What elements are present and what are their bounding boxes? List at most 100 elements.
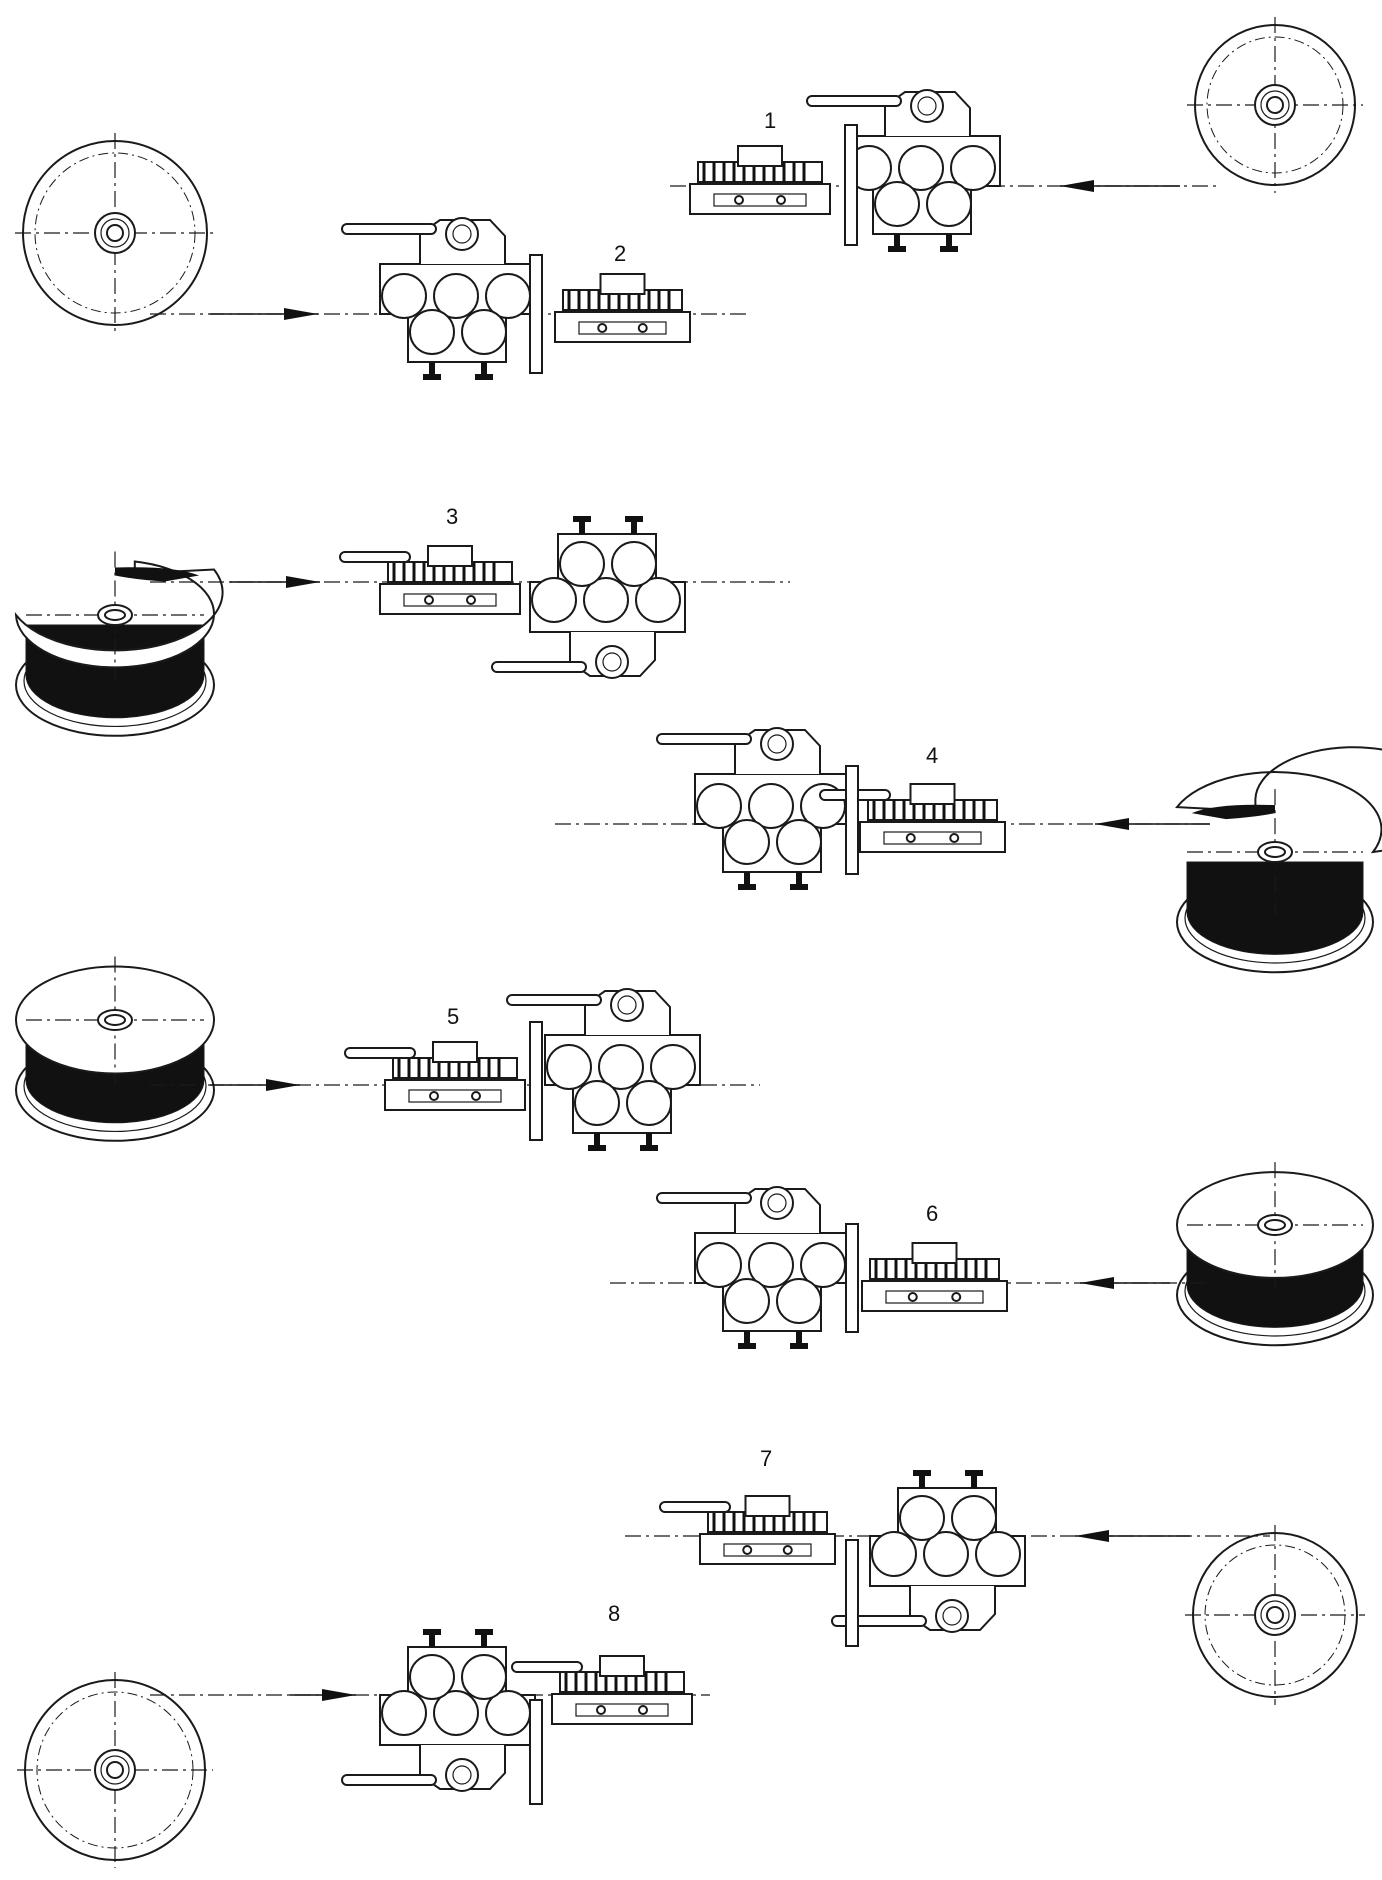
upper-roller bbox=[381, 273, 427, 319]
adjust-lever bbox=[656, 1192, 752, 1204]
reel-hub-bore bbox=[106, 224, 124, 242]
adjust-screw-head bbox=[888, 246, 906, 252]
adjust-knob-core bbox=[452, 1765, 472, 1785]
lower-roller bbox=[574, 1080, 620, 1126]
adjust-screw-shaft bbox=[481, 362, 487, 376]
frame-config-5 bbox=[529, 1021, 543, 1141]
adjust-screw-head bbox=[790, 1343, 808, 1349]
lower-roller bbox=[724, 1278, 770, 1324]
adjust-screw-shaft bbox=[429, 1633, 435, 1647]
config-label-1: 1 bbox=[764, 108, 777, 133]
upper-roller bbox=[898, 145, 944, 191]
adjust-lever bbox=[341, 223, 437, 235]
adjust-knob bbox=[445, 1758, 479, 1792]
guide-bolt bbox=[949, 833, 960, 843]
upper-roller bbox=[433, 1690, 479, 1736]
frame-config-7 bbox=[845, 1539, 859, 1647]
adjust-screw-head bbox=[475, 1629, 493, 1635]
adjust-screw-shaft bbox=[919, 1474, 925, 1488]
adjust-screw-shaft bbox=[744, 872, 750, 886]
guide-config-3 bbox=[339, 545, 521, 615]
guide-bolt bbox=[782, 1545, 793, 1555]
adjust-lever bbox=[656, 733, 752, 745]
config-label-4: 4 bbox=[926, 743, 939, 768]
guide-clamp bbox=[599, 1655, 645, 1677]
guide-base bbox=[554, 311, 691, 343]
adjust-lever bbox=[806, 95, 902, 107]
coil-hub-bore bbox=[104, 609, 126, 621]
guide-base bbox=[699, 1533, 836, 1565]
guide-bolt bbox=[466, 595, 476, 605]
guide-base bbox=[859, 821, 1006, 853]
guide-base bbox=[379, 583, 521, 615]
adjust-screw-shaft bbox=[971, 1474, 977, 1488]
guide-lever bbox=[344, 1047, 416, 1059]
coil-exposed-wire bbox=[1191, 804, 1275, 820]
config-label-6: 6 bbox=[926, 1201, 939, 1226]
roller-head-config-3 bbox=[491, 516, 686, 679]
coil-hub-bore bbox=[104, 1014, 126, 1026]
roller-head-config-1-body bbox=[806, 89, 1001, 252]
upper-roller bbox=[696, 1242, 742, 1288]
guide-slot bbox=[883, 831, 982, 845]
roller-head-config-2 bbox=[341, 217, 536, 380]
guide-bolt bbox=[776, 195, 786, 205]
lower-roller bbox=[409, 1654, 455, 1700]
guide-bolt bbox=[951, 1292, 962, 1302]
reel-hub-bore bbox=[1266, 96, 1284, 114]
reel-config-1 bbox=[1187, 17, 1363, 193]
guide-bolt bbox=[907, 1292, 918, 1302]
reel-hub-ring bbox=[100, 218, 130, 248]
roller-head-config-2-body bbox=[341, 217, 536, 380]
adjust-screw-head bbox=[588, 1145, 606, 1151]
guide-config-5 bbox=[344, 1041, 526, 1111]
adjust-screw-head bbox=[625, 516, 643, 522]
lower-roller bbox=[559, 541, 605, 587]
adjust-knob-core bbox=[767, 734, 787, 754]
lower-roller bbox=[951, 1495, 997, 1541]
reel-config-2 bbox=[15, 133, 215, 333]
guide-clamp bbox=[744, 1495, 791, 1517]
guide-slot bbox=[575, 1703, 669, 1717]
adjust-lever bbox=[506, 994, 602, 1006]
guide-bolt bbox=[471, 1091, 481, 1101]
reel-hub-ring bbox=[1260, 1600, 1290, 1630]
frame-config-6 bbox=[845, 1223, 859, 1333]
coil-top-flange-cutaway bbox=[1175, 746, 1382, 854]
adjust-knob bbox=[595, 645, 629, 679]
guide-lever bbox=[659, 1501, 731, 1513]
adjust-knob bbox=[760, 1186, 794, 1220]
adjust-screw-shaft bbox=[796, 1331, 802, 1345]
adjust-screw-shaft bbox=[646, 1133, 652, 1147]
lower-roller bbox=[409, 309, 455, 355]
adjust-knob-core bbox=[602, 652, 622, 672]
guide-base bbox=[384, 1079, 526, 1111]
reel-hub-ring bbox=[1260, 90, 1290, 120]
roller-head-config-1 bbox=[806, 89, 1001, 252]
upper-roller bbox=[650, 1044, 696, 1090]
guide-config-7 bbox=[659, 1495, 836, 1565]
lower-roller bbox=[461, 309, 507, 355]
guide-slot bbox=[578, 321, 667, 335]
adjust-screw-head bbox=[423, 374, 441, 380]
config-label-3: 3 bbox=[446, 504, 459, 529]
config-label-8: 8 bbox=[608, 1601, 621, 1626]
adjust-screw-head bbox=[790, 884, 808, 890]
adjust-screw-head bbox=[738, 884, 756, 890]
guide-clamp bbox=[737, 145, 783, 167]
adjust-screw-shaft bbox=[894, 234, 900, 248]
adjust-knob bbox=[760, 727, 794, 761]
guide-config-2 bbox=[554, 273, 691, 343]
adjust-screw-shaft bbox=[579, 520, 585, 534]
guide-bolt bbox=[424, 595, 434, 605]
reel-hub-bore bbox=[106, 1761, 124, 1779]
upper-roller bbox=[923, 1531, 969, 1577]
roller-head-config-4-body bbox=[656, 727, 851, 890]
upper-roller bbox=[871, 1531, 917, 1577]
guide-bolt bbox=[596, 1705, 606, 1715]
adjust-screw-head bbox=[640, 1145, 658, 1151]
reel-hub-ring bbox=[100, 1755, 130, 1785]
frame-config-8 bbox=[529, 1699, 543, 1805]
